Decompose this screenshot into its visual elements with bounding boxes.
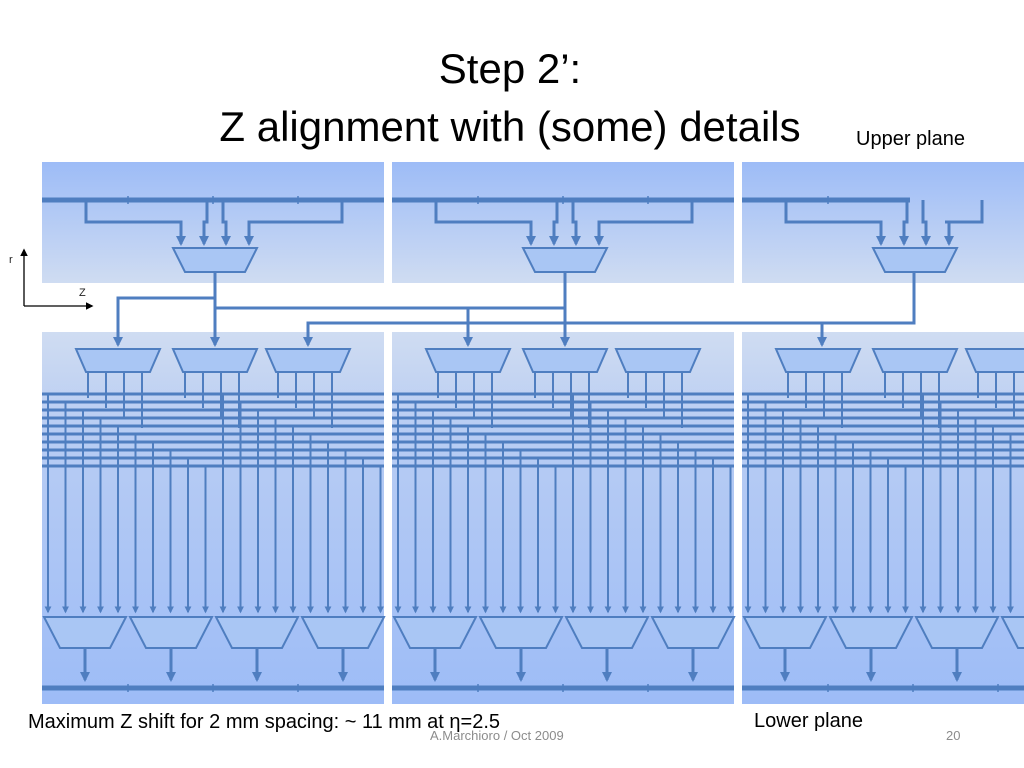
upper-feed-line — [84, 200, 187, 247]
upper-feed-line — [220, 200, 232, 247]
lower-input-mux-1-3 — [264, 348, 352, 373]
slide-title: Step 2’: Z alignment with (some) details — [100, 40, 920, 156]
upper-feed-line — [920, 200, 932, 247]
upper-feed-line — [434, 200, 537, 247]
caption-eta: η — [449, 711, 461, 733]
axis-z-label: Z — [79, 287, 86, 299]
output-mux-1-4 — [300, 616, 386, 649]
upper-feed-line — [198, 200, 210, 247]
route-2b — [462, 306, 565, 348]
upper-feed-line — [593, 200, 694, 247]
lower-input-mux-2-2 — [521, 348, 609, 373]
output-mux-3-3 — [914, 616, 1000, 649]
output-mux-2-2 — [478, 616, 564, 649]
lower-input-mux-3-1 — [774, 348, 862, 373]
lower-input-mux-3-3 — [964, 348, 1024, 373]
output-mux-1-1 — [42, 616, 128, 649]
upper-plane-label: Upper plane — [856, 128, 965, 150]
output-mux-2-4 — [650, 616, 736, 649]
upper-mux-1 — [171, 247, 259, 273]
lower-input-mux-1-2 — [171, 348, 259, 373]
caption-prefix: Maximum Z shift for 2 mm spacing: ~ 11 m… — [28, 711, 450, 733]
lower-plane-label: Lower plane — [754, 710, 863, 732]
footer-author: A.Marchioro / Oct 2009 — [430, 728, 564, 743]
output-mux-3-2 — [828, 616, 914, 649]
output-mux-1-2 — [128, 616, 214, 649]
lower-input-mux-3-2 — [871, 348, 959, 373]
upper-feed-line — [570, 200, 582, 247]
page-number: 20 — [946, 728, 961, 743]
title-line-2: Z alignment with (some) details — [219, 103, 801, 150]
route-1 — [112, 272, 217, 348]
output-mux-3-1 — [742, 616, 828, 649]
caption: Maximum Z shift for 2 mm spacing: ~ 11 m… — [28, 711, 500, 734]
upper-mux-3 — [871, 247, 959, 273]
output-mux-2-3 — [564, 616, 650, 649]
output-mux-1-3 — [214, 616, 300, 649]
axis-r-label: r — [9, 254, 13, 266]
upper-feed-line — [784, 200, 887, 247]
upper-feed-line — [898, 200, 910, 247]
lower-input-mux-2-3 — [614, 348, 702, 373]
upper-mux-2 — [521, 247, 609, 273]
lower-input-mux-2-1 — [424, 348, 512, 373]
caption-suffix: =2.5 — [460, 711, 501, 733]
route-3 — [302, 272, 916, 348]
output-mux-2-1 — [392, 616, 478, 649]
lower-input-mux-1-1 — [74, 348, 162, 373]
upper-feed-line — [548, 200, 560, 247]
title-line-1: Step 2’: — [438, 45, 582, 92]
output-mux-3-4 — [1000, 616, 1024, 649]
upper-feed-line — [243, 200, 344, 247]
